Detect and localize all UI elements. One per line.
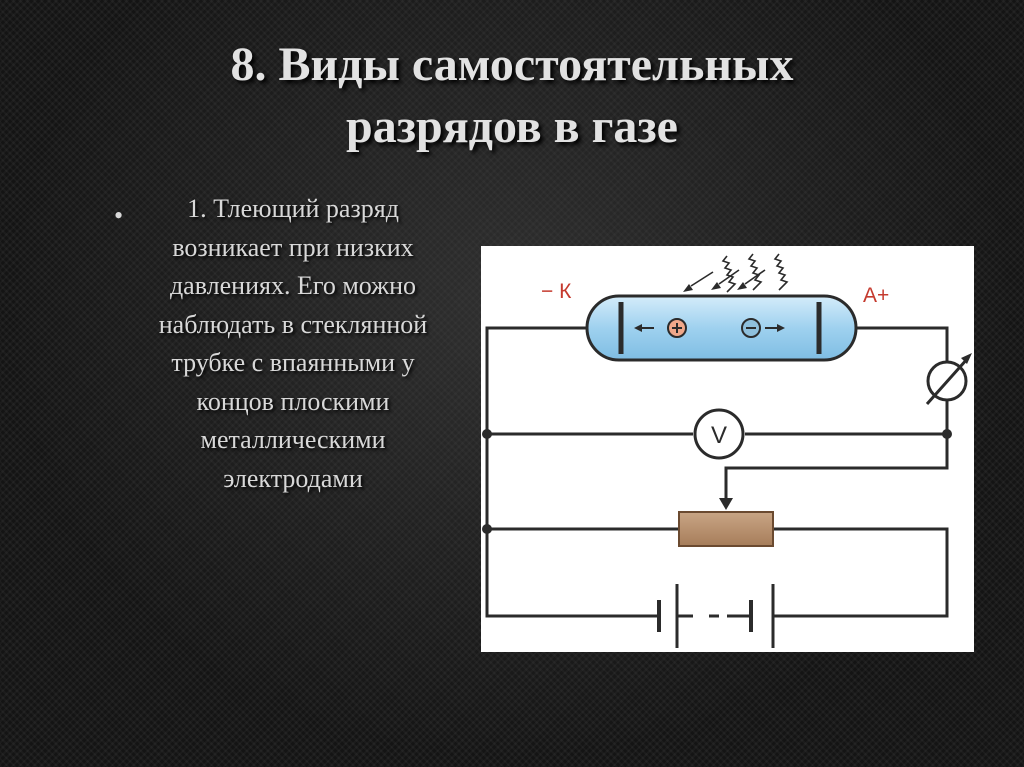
circuit-diagram: V <box>481 246 974 652</box>
bullet-line: электродами <box>223 463 363 493</box>
slider-arrow <box>719 498 733 510</box>
radiation-arrowheads <box>683 282 747 292</box>
battery <box>657 584 775 648</box>
junction-dot <box>482 524 492 534</box>
bullet-marker: • <box>114 201 124 230</box>
radiation-arrow <box>721 255 737 293</box>
slide-title: 8. Виды самостоятельных разрядов в газе <box>150 34 874 158</box>
slider-wire <box>724 434 949 502</box>
bullet-line: возникает при низких <box>172 232 414 262</box>
bullet-text: 1. Тлеющий разряд возникает при низких д… <box>108 190 478 498</box>
title-line-1: 8. Виды самостоятельных <box>230 38 794 91</box>
rheostat-wire-right <box>773 527 949 618</box>
ammeter <box>925 353 972 405</box>
bullet-line: 1. Тлеющий разряд <box>187 194 399 223</box>
title-line-2: разрядов в газе <box>346 100 678 153</box>
bullet-line: давлениях. Его можно <box>169 271 417 300</box>
junction-dots <box>482 429 952 534</box>
radiation-arrows <box>721 253 789 293</box>
positive-ion <box>634 318 687 338</box>
circuit-wires <box>485 326 949 618</box>
bullet-line: концов плоскими <box>196 386 390 416</box>
electron <box>741 318 785 338</box>
discharge-tube <box>585 294 858 362</box>
radiation-arrow <box>773 253 789 291</box>
bullet-line: металлическими <box>200 425 386 454</box>
bullet-line: трубке с впаянными у <box>171 348 415 377</box>
voltmeter-label: V <box>711 422 727 449</box>
junction-dot <box>942 429 952 439</box>
anode-label: А+ <box>863 284 889 307</box>
left-wire <box>485 326 659 618</box>
voltmeter: V <box>693 408 745 460</box>
cathode-label: − К <box>541 280 572 303</box>
bullet-line: наблюдать в стеклянной <box>158 309 428 339</box>
circuit-diagram-svg: V <box>482 253 972 648</box>
rheostat <box>678 498 774 547</box>
junction-dot <box>482 429 492 439</box>
radiation-arrow <box>747 253 763 291</box>
